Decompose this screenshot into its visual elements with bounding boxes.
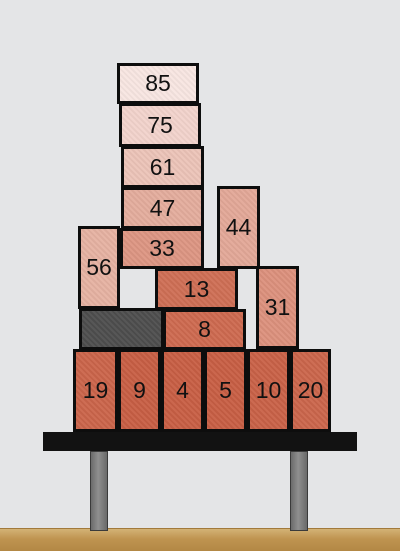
block-75[interactable]: 75 — [119, 103, 201, 147]
block-9[interactable]: 9 — [118, 349, 161, 432]
block-33[interactable]: 33 — [120, 228, 204, 269]
block-85[interactable]: 85 — [117, 63, 199, 104]
block-13[interactable]: 13 — [155, 268, 238, 310]
block-10[interactable]: 10 — [247, 349, 290, 432]
block-47[interactable]: 47 — [121, 187, 204, 229]
table-top — [43, 432, 357, 451]
table-leg-left — [90, 451, 108, 531]
block-56[interactable]: 56 — [78, 226, 120, 309]
table-leg-right — [290, 451, 308, 531]
block-31[interactable]: 31 — [256, 266, 299, 349]
block-61[interactable]: 61 — [121, 146, 204, 188]
block-dark[interactable] — [79, 308, 164, 350]
block-8[interactable]: 8 — [163, 309, 246, 350]
block-5[interactable]: 5 — [204, 349, 247, 432]
block-4[interactable]: 4 — [161, 349, 204, 432]
block-20[interactable]: 20 — [290, 349, 331, 432]
block-44[interactable]: 44 — [217, 186, 260, 269]
block-19[interactable]: 19 — [73, 349, 118, 432]
wooden-floor — [0, 528, 400, 551]
